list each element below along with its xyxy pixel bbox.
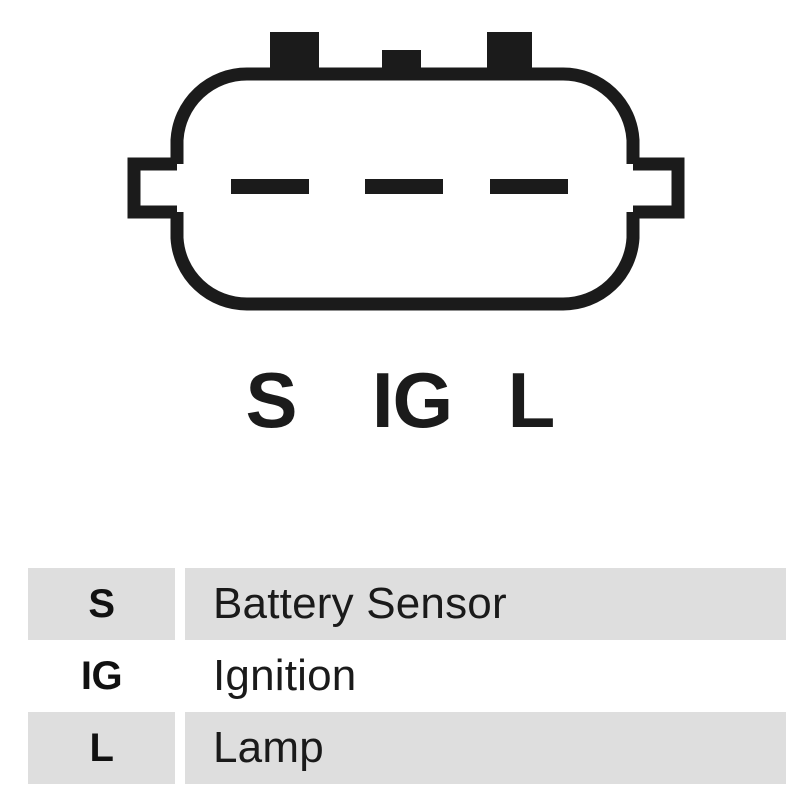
- legend-code-l: L: [28, 712, 175, 784]
- legend-column-gap: [175, 568, 185, 640]
- side-tab-right: [633, 157, 685, 219]
- legend-code-s: S: [28, 568, 175, 640]
- slot-l: [490, 179, 568, 194]
- connector-diagram: [127, 32, 685, 311]
- pin-label-row: S IG L: [0, 352, 800, 448]
- legend-description-ig: Ignition: [185, 640, 786, 712]
- legend-column-gap: [175, 640, 185, 712]
- pin-label-l: L: [507, 356, 556, 444]
- top-tab-left: [270, 32, 319, 76]
- top-tab-right: [487, 32, 532, 76]
- side-tab-left: [127, 157, 177, 219]
- top-tabs-group: [270, 32, 532, 76]
- slot-ig: [365, 179, 443, 194]
- legend-code-ig: IG: [28, 640, 175, 712]
- pin-label-s: S: [245, 356, 297, 444]
- legend-column-gap: [175, 712, 185, 784]
- table-row: S Battery Sensor: [28, 568, 786, 640]
- legend-description-s: Battery Sensor: [185, 568, 786, 640]
- top-tab-center: [382, 50, 421, 76]
- legend-table: S Battery Sensor IG Ignition L Lamp: [28, 568, 786, 784]
- terminal-slots-group: [231, 179, 568, 194]
- slot-s: [231, 179, 309, 194]
- table-row: L Lamp: [28, 712, 786, 784]
- connector-outline-svg: [127, 32, 685, 311]
- pin-label-ig: IG: [371, 356, 453, 444]
- legend-description-l: Lamp: [185, 712, 786, 784]
- table-row: IG Ignition: [28, 640, 786, 712]
